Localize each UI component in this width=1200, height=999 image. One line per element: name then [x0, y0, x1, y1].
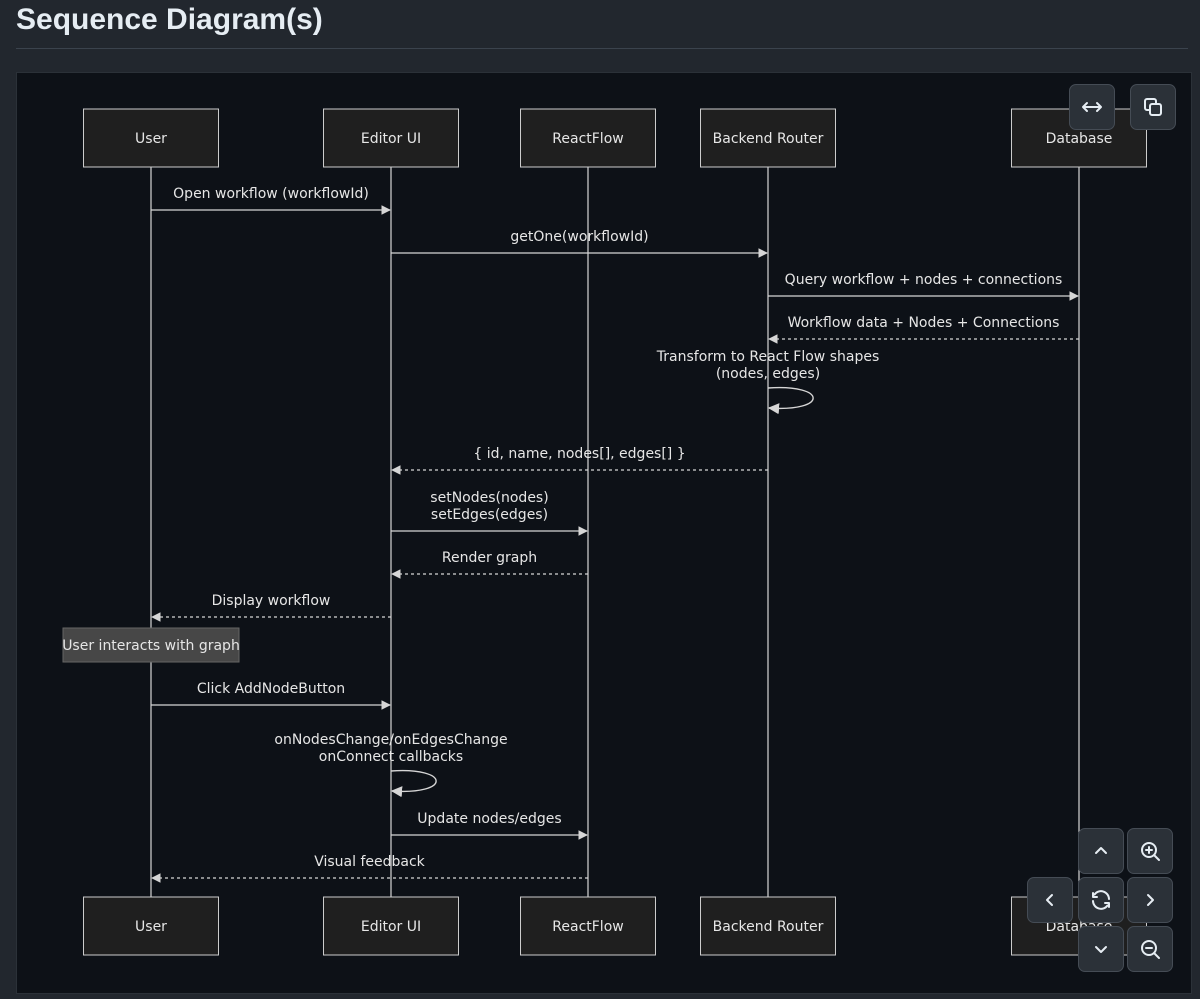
step-13-message: Update nodes/edges — [391, 811, 588, 840]
participant-label: ReactFlow — [552, 919, 623, 935]
step-4-message: Workflow data + Nodes + Connections — [768, 315, 1079, 344]
zoom-in-button[interactable] — [1127, 828, 1173, 874]
page-title: Sequence Diagram(s) — [16, 3, 323, 36]
copy-icon — [1144, 98, 1162, 116]
step-3-message: Query workflow + nodes + connections — [768, 272, 1079, 301]
zoom-out-button[interactable] — [1127, 926, 1173, 972]
step-2-message: getOne(workflowId) — [391, 229, 768, 258]
refresh-icon — [1092, 890, 1110, 910]
participant-top-backend: Backend Router — [700, 108, 836, 168]
pan-down-button[interactable] — [1078, 926, 1124, 972]
zoom-out-icon — [1141, 940, 1160, 959]
participant-box — [83, 896, 219, 956]
participant-label: Database — [1046, 131, 1113, 147]
copy-button[interactable] — [1130, 84, 1176, 130]
participant-bottom-reactflow: ReactFlow — [520, 896, 656, 956]
participant-label: ReactFlow — [552, 131, 623, 147]
zoom-in-icon — [1141, 842, 1160, 861]
participant-label: Editor UI — [361, 919, 421, 935]
message-label: Update nodes/edges — [417, 811, 561, 827]
message-label: setEdges(edges) — [431, 507, 548, 523]
pan-left-button[interactable] — [1027, 877, 1073, 923]
step-14-message: Visual feedback — [151, 854, 588, 883]
message-label: (nodes, edges) — [716, 366, 820, 382]
message-label: onConnect callbacks — [319, 749, 463, 765]
message-label: Display workflow — [212, 593, 331, 609]
participant-top-editor: Editor UI — [323, 108, 459, 168]
note-box — [62, 627, 240, 663]
participant-box — [323, 896, 459, 956]
self-call-arrow — [390, 769, 437, 798]
participant-bottom-editor: Editor UI — [323, 896, 459, 956]
self-call-arrow — [767, 386, 814, 415]
page-heading: Sequence Diagram(s) — [16, 0, 1188, 49]
step-8-message: Render graph — [391, 550, 588, 579]
participant-label: User — [135, 131, 167, 147]
participant-box — [520, 896, 656, 956]
step-5-self: Transform to React Flow shapes(nodes, ed… — [656, 349, 879, 415]
participant-box — [323, 108, 459, 168]
chevron-right-icon — [1147, 894, 1154, 906]
message-label: Query workflow + nodes + connections — [785, 272, 1063, 288]
participant-box — [520, 108, 656, 168]
reset-view-button[interactable] — [1078, 877, 1124, 923]
pan-right-button[interactable] — [1127, 877, 1173, 923]
chevron-left-icon — [1046, 894, 1053, 906]
step-7-message: setNodes(nodes)setEdges(edges) — [391, 490, 588, 536]
participant-top-reactflow: ReactFlow — [520, 108, 656, 168]
participant-label: Backend Router — [713, 131, 824, 147]
message-label: Render graph — [442, 550, 537, 566]
participant-top-user: User — [83, 108, 219, 168]
participant-box — [700, 896, 836, 956]
participant-box — [700, 108, 836, 168]
note-label: User interacts with graph — [62, 638, 240, 654]
participant-bottom-user: User — [83, 896, 219, 956]
message-label: Click AddNodeButton — [197, 681, 345, 697]
step-11-message: Click AddNodeButton — [151, 681, 391, 710]
pan-up-button[interactable] — [1078, 828, 1124, 874]
message-label: getOne(workflowId) — [510, 229, 648, 245]
step-10-note: User interacts with graph — [62, 627, 240, 663]
step-9-message: Display workflow — [151, 593, 391, 622]
message-label: Workflow data + Nodes + Connections — [788, 315, 1060, 331]
step-6-message: { id, name, nodes[], edges[] } — [391, 446, 768, 475]
participant-bottom-backend: Backend Router — [700, 896, 836, 956]
message-label: onNodesChange/onEdgesChange — [274, 732, 507, 748]
arrows-horizontal-icon — [1082, 102, 1102, 112]
participant-label: User — [135, 919, 167, 935]
participant-label: Backend Router — [713, 919, 824, 935]
participant-label: Editor UI — [361, 131, 421, 147]
step-1-message: Open workflow (workflowId) — [151, 186, 391, 215]
message-label: Visual feedback — [314, 854, 425, 870]
message-label: Transform to React Flow shapes — [656, 349, 879, 365]
chevron-up-icon — [1095, 847, 1107, 854]
message-label: { id, name, nodes[], edges[] } — [473, 446, 685, 462]
message-label: Open workflow (workflowId) — [173, 186, 369, 202]
participant-box — [83, 108, 219, 168]
message-label: setNodes(nodes) — [430, 490, 548, 506]
expand-horizontal-button[interactable] — [1069, 84, 1115, 130]
chevron-down-icon — [1095, 946, 1107, 953]
